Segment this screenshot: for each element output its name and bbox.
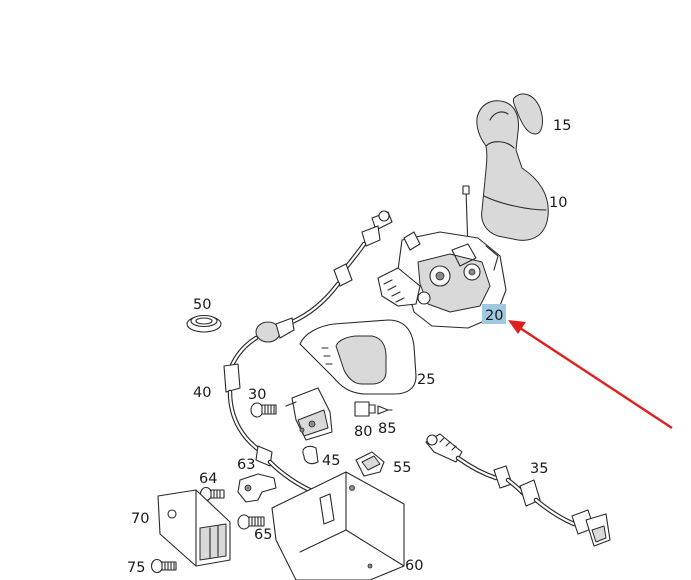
part-65-screw[interactable] — [237, 514, 265, 530]
callout-65[interactable]: 65 — [254, 527, 272, 543]
highlight-box-20 — [482, 304, 506, 324]
callout-60[interactable]: 60 — [405, 558, 423, 574]
part-40-shift-cable[interactable] — [223, 210, 393, 500]
callout-25[interactable]: 25 — [417, 372, 435, 388]
callout-85[interactable]: 85 — [378, 421, 396, 437]
part-60-support-bracket[interactable] — [271, 471, 405, 580]
pointer-arrow — [508, 320, 673, 430]
part-25-trim-cover[interactable] — [299, 319, 417, 395]
part-70-module[interactable] — [157, 489, 231, 567]
callout-64[interactable]: 64 — [199, 471, 217, 487]
callout-20[interactable]: 20 — [485, 308, 503, 324]
callout-35[interactable]: 35 — [530, 461, 548, 477]
part-85-clip[interactable] — [377, 405, 393, 415]
switch-bracket[interactable] — [285, 387, 333, 441]
callout-75[interactable]: 75 — [127, 560, 145, 576]
callout-55[interactable]: 55 — [393, 460, 411, 476]
part-45-retaining-clip[interactable] — [302, 445, 319, 465]
part-50-grommet[interactable] — [186, 314, 222, 333]
part-35-cable-assembly[interactable] — [425, 433, 611, 547]
part-63-bracket[interactable] — [237, 473, 277, 503]
callout-15[interactable]: 15 — [553, 118, 571, 134]
callout-80[interactable]: 80 — [354, 424, 372, 440]
callout-45[interactable]: 45 — [322, 453, 340, 469]
callout-63[interactable]: 63 — [237, 457, 255, 473]
part-80-switch[interactable] — [354, 401, 376, 417]
part-10-shift-boot[interactable] — [476, 100, 549, 241]
part-55-cable-holder[interactable] — [355, 451, 385, 477]
part-30-screw[interactable] — [250, 402, 277, 418]
callout-40[interactable]: 40 — [193, 385, 211, 401]
part-15-knob-cap[interactable] — [512, 93, 543, 135]
callout-50[interactable]: 50 — [193, 297, 211, 313]
callout-10[interactable]: 10 — [549, 195, 567, 211]
callout-70[interactable]: 70 — [131, 511, 149, 527]
callout-30[interactable]: 30 — [248, 387, 266, 403]
part-75-screw[interactable] — [150, 558, 177, 574]
